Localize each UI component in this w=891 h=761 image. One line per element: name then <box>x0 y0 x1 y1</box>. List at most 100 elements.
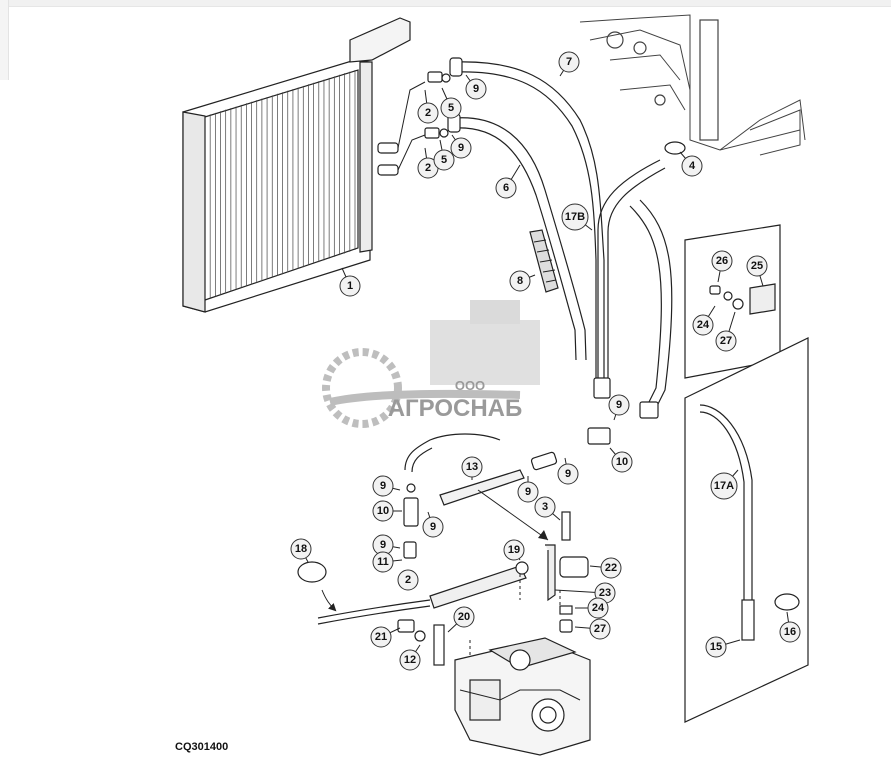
inset-hose-17a-box <box>684 337 809 723</box>
part-number-label: 18 <box>295 543 307 555</box>
callout-18: 18 <box>290 538 312 563</box>
callout-25: 25 <box>746 255 768 287</box>
callout-8: 8 <box>509 270 536 292</box>
callout-27a: 27 <box>574 618 611 640</box>
part-number-label: 9 <box>525 486 531 498</box>
callout-20: 20 <box>447 606 475 633</box>
part-number-label: 3 <box>542 501 548 513</box>
callout-7: 7 <box>558 51 580 77</box>
elbow-fitting-10-left <box>403 433 501 583</box>
callout-15: 15 <box>705 636 741 658</box>
part-number-label: 9 <box>380 539 386 551</box>
callout-10a: 10 <box>609 447 633 473</box>
callout-labels: 12223455678999999991010111213151617A17B1… <box>290 51 801 671</box>
part-number-label: 2 <box>425 107 431 119</box>
callout-5a: 5 <box>440 87 462 119</box>
hydraulic-pump <box>454 637 591 756</box>
part-number-label: 25 <box>751 260 763 272</box>
window-left-strip <box>0 0 9 80</box>
part-number-label: 22 <box>605 562 617 574</box>
part-number-label: 9 <box>473 83 479 95</box>
part-number-label: 12 <box>404 654 416 666</box>
part-number-label: 16 <box>784 626 796 638</box>
part-number-label: 6 <box>503 182 509 194</box>
part-number-label: 26 <box>716 255 728 267</box>
callout-17b: 17B <box>561 203 593 231</box>
assembly-arrow <box>477 489 549 541</box>
pipe-13 <box>439 427 611 506</box>
callout-10b: 10 <box>372 500 402 522</box>
part-number-label: 20 <box>458 611 470 623</box>
callout-5b: 5 <box>433 139 455 171</box>
part-number-label: 2 <box>425 162 431 174</box>
part-number-label: 21 <box>375 631 387 643</box>
transmission-housing <box>579 14 806 156</box>
part-number-label: 7 <box>566 56 572 68</box>
hose-clamp-18 <box>297 561 337 612</box>
callout-6: 6 <box>495 164 521 199</box>
callout-21: 21 <box>370 626 401 648</box>
part-number-label: 17A <box>714 480 734 492</box>
callout-9e: 9 <box>517 476 539 503</box>
callout-23: 23 <box>554 582 616 604</box>
part-number-label: 9 <box>616 399 622 411</box>
callout-9h: 9 <box>372 534 401 556</box>
part-number-label: 9 <box>380 480 386 492</box>
part-number-label: 23 <box>599 587 611 599</box>
figure-caption: CQ301400 <box>175 741 229 753</box>
callout-9f: 9 <box>372 475 401 497</box>
part-number-label: 8 <box>517 275 523 287</box>
part-number-label: 27 <box>594 623 606 635</box>
part-number-label: 1 <box>347 280 353 292</box>
part-number-label: 2 <box>405 574 411 586</box>
window-top-border <box>0 0 891 7</box>
watermark-prefix: ООО <box>455 378 485 393</box>
bracket-20 <box>397 619 445 666</box>
callout-27b: 27 <box>715 311 737 352</box>
suction-line-19 <box>317 561 529 625</box>
callout-9c: 9 <box>608 394 630 421</box>
part-number-label: 9 <box>458 142 464 154</box>
part-number-label: 5 <box>441 154 447 166</box>
callout-9g: 9 <box>422 511 444 538</box>
part-number-label: 9 <box>565 468 571 480</box>
callout-9d: 9 <box>557 457 579 485</box>
part-number-label: 17B <box>565 211 585 223</box>
inset-hardware-box <box>684 224 781 379</box>
callout-19: 19 <box>503 539 525 561</box>
callout-4: 4 <box>679 151 703 177</box>
mounting-bracket-23 <box>545 511 589 633</box>
callout-24a: 24 <box>575 597 609 619</box>
hose-7 <box>449 57 605 380</box>
hose-17b <box>593 159 673 419</box>
part-number-label: 13 <box>466 461 478 473</box>
callout-11: 11 <box>372 551 403 573</box>
part-number-label: 9 <box>430 521 436 533</box>
part-number-label: 15 <box>710 641 722 653</box>
watermark-logo <box>322 300 540 428</box>
part-number-label: 24 <box>592 602 605 614</box>
cooler-fittings <box>377 71 451 176</box>
callout-9b: 9 <box>450 134 472 159</box>
callout-12: 12 <box>399 644 421 671</box>
part-number-label: 5 <box>448 102 454 114</box>
oil-cooler-radiator <box>182 17 411 313</box>
callout-3: 3 <box>534 496 561 521</box>
hose-clamp-4 <box>664 141 686 155</box>
part-number-label: 19 <box>508 544 520 556</box>
callout-17a: 17A <box>710 469 739 500</box>
part-number-label: 24 <box>697 319 710 331</box>
protective-sleeve-8 <box>529 229 559 293</box>
callout-13: 13 <box>461 456 483 480</box>
callout-26: 26 <box>711 250 733 283</box>
callout-2a: 2 <box>417 89 439 124</box>
callout-16: 16 <box>779 611 801 643</box>
dashed-leaders <box>469 574 561 655</box>
callout-24b: 24 <box>692 305 716 336</box>
part-number-label: 10 <box>616 456 628 468</box>
callout-2c: 2 <box>397 569 419 591</box>
part-number-label: 10 <box>377 505 389 517</box>
callout-9a: 9 <box>465 74 487 100</box>
part-number-label: 4 <box>689 160 696 172</box>
